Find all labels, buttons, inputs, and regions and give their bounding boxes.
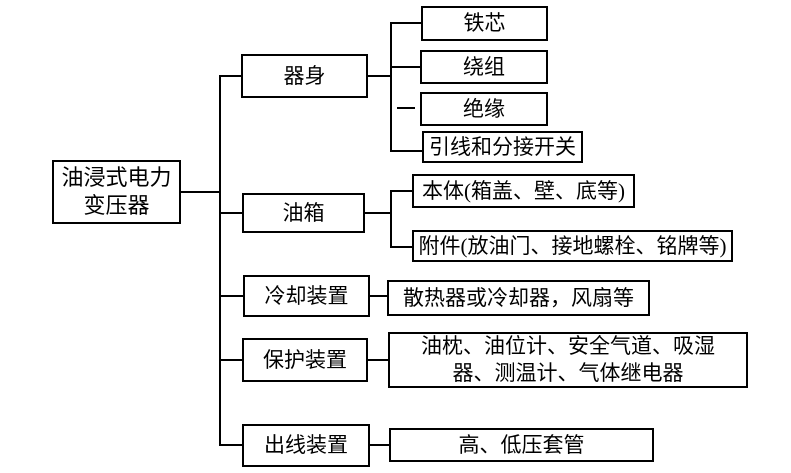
connector-stub-tank-main [390, 190, 412, 192]
connector-oil-tank-children-vertical [390, 190, 392, 248]
connector-outlet-out [370, 444, 389, 446]
branch-node-body: 器身 [241, 54, 368, 98]
root-label-line-2: 变压器 [83, 193, 150, 218]
branch-node-body-label: 器身 [283, 63, 326, 88]
connector-body-children-vertical [390, 22, 392, 152]
branch-node-oil-tank: 油箱 [242, 193, 365, 233]
connector-protection-out [368, 359, 388, 361]
connector-stub-cooling [219, 295, 244, 297]
leaf-node-hv-lv-bushings: 高、低压套管 [389, 428, 654, 462]
leaf-node-insulation-label: 绝缘 [463, 96, 505, 121]
leaf-node-tank-main-body-label: 本体(箱盖、壁、底等) [422, 178, 625, 203]
connector-stub-protection [219, 359, 243, 361]
connector-trunk-vertical [219, 75, 221, 446]
connector-root-to-trunk [181, 191, 220, 193]
connector-stub-winding [390, 66, 420, 68]
leaf-node-insulation: 绝缘 [420, 92, 548, 126]
leaf-node-radiator-cooler-fan: 散热器或冷却器，风扇等 [387, 280, 650, 316]
leaf-node-leads-tap-switch-label: 引线和分接开关 [429, 134, 576, 159]
branch-node-protection-device-label: 保护装置 [263, 347, 347, 372]
leaf-node-protection-components: 油枕、油位计、安全气道、吸湿 器、测温计、气体继电器 [388, 332, 748, 388]
leaf-node-hv-lv-bushings-label: 高、低压套管 [458, 432, 585, 457]
root-node-oil-immersed-transformer: 油浸式电力 变压器 [52, 160, 181, 224]
connector-body-out [368, 75, 392, 77]
leaf-node-winding-label: 绕组 [463, 54, 505, 79]
branch-node-protection-device: 保护装置 [242, 338, 368, 382]
leaf-node-tank-accessories: 附件(放油门、接地螺栓、铭牌等) [412, 230, 733, 262]
leaf-node-winding: 绕组 [420, 50, 548, 84]
connector-dash-insulation [397, 107, 415, 109]
branch-node-outlet-device-label: 出线装置 [264, 433, 348, 458]
protection-components-line-1: 油枕、油位计、安全气道、吸湿 [421, 334, 715, 358]
leaf-node-iron-core-label: 铁芯 [463, 11, 506, 36]
leaf-node-protection-components-label: 油枕、油位计、安全气道、吸湿 器、测温计、气体继电器 [421, 333, 715, 387]
root-node-label: 油浸式电力 变压器 [61, 164, 171, 220]
leaf-node-tank-accessories-label: 附件(放油门、接地螺栓、铭牌等) [418, 233, 727, 258]
protection-components-line-2: 器、测温计、气体继电器 [452, 361, 684, 385]
connector-stub-outlet [219, 444, 243, 446]
connector-stub-body [219, 75, 242, 77]
leaf-node-radiator-cooler-fan-label: 散热器或冷却器，风扇等 [403, 285, 634, 310]
connector-cooling-out [370, 295, 387, 297]
connector-oil-tank-out [365, 212, 392, 214]
root-label-line-1: 油浸式电力 [61, 165, 172, 190]
branch-node-cooling-device-label: 冷却装置 [264, 283, 349, 308]
leaf-node-tank-main-body: 本体(箱盖、壁、底等) [412, 174, 635, 208]
branch-node-outlet-device: 出线装置 [242, 424, 370, 467]
leaf-node-leads-tap-switch: 引线和分接开关 [422, 131, 583, 163]
branch-node-oil-tank-label: 油箱 [282, 200, 325, 225]
branch-node-cooling-device: 冷却装置 [243, 275, 370, 317]
leaf-node-iron-core: 铁芯 [421, 6, 548, 41]
connector-stub-iron-core [390, 22, 421, 24]
connector-stub-oil-tank [219, 212, 243, 214]
connector-stub-leads-tap-switch [390, 150, 422, 152]
connector-stub-tank-accessories [390, 246, 412, 248]
